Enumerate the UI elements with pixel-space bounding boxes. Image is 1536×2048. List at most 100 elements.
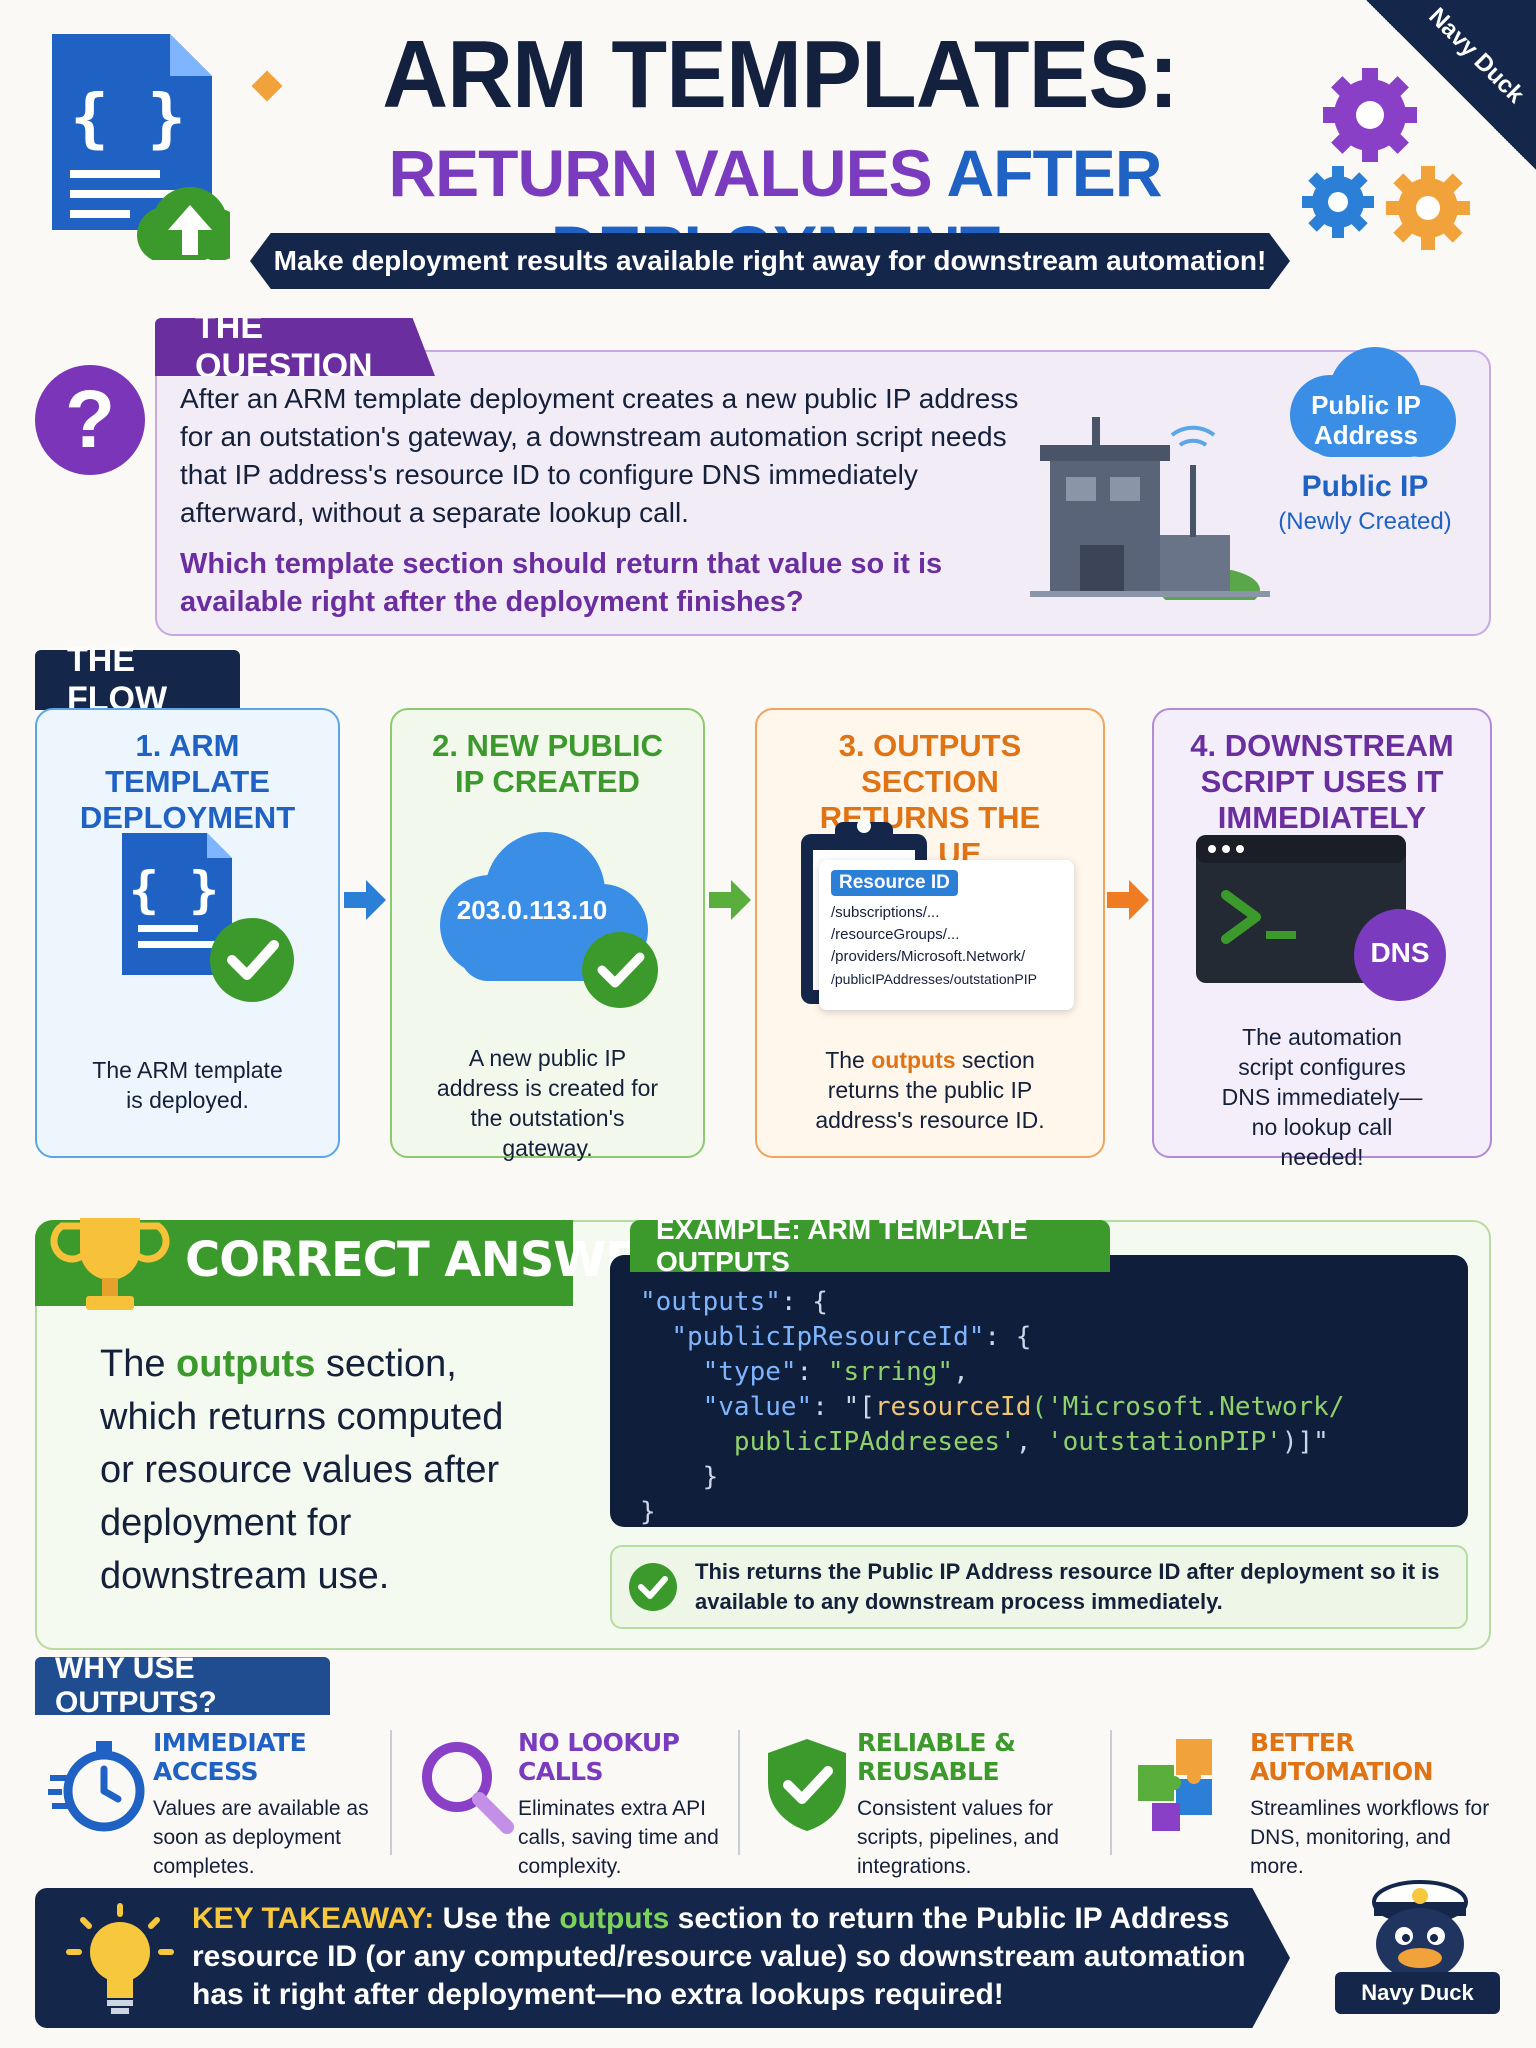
code-token: "publicIpResourceId" (671, 1322, 985, 1352)
why-item-reliable-reusable: RELIABLE & REUSABLE Consistent values fo… (857, 1728, 1097, 1881)
flow-step-desc: The outputs section returns the public I… (777, 1045, 1083, 1135)
code-token: : { (780, 1287, 828, 1317)
code-token: : (796, 1357, 828, 1387)
code-token: , (1015, 1427, 1047, 1457)
code-token: "value" (702, 1392, 813, 1422)
header-ribbon: Make deployment results available right … (250, 233, 1290, 289)
navy-duck-mascot-icon (1340, 1872, 1500, 1982)
why-item-title: IMMEDIATE ACCESS (153, 1728, 307, 1786)
header-doc-icon: { } (40, 30, 244, 263)
code-token: } (640, 1497, 656, 1527)
flow-step-1: 1. ARM TEMPLATE DEPLOYMENT { } The ARM t… (35, 708, 340, 1158)
why-item-title: BETTER AUTOMATION (1250, 1728, 1434, 1786)
code-tab: EXAMPLE: ARM TEMPLATE OUTPUTS (630, 1214, 1110, 1277)
why-item-better-automation: BETTER AUTOMATION Streamlines workflows … (1250, 1728, 1490, 1881)
answer-text-part: The (100, 1343, 177, 1385)
puzzle-icon (1132, 1735, 1232, 1835)
question-tab: THE QUESTION (155, 318, 435, 376)
flow-step-3: 3. OUTPUTS SECTION RETURNS THE VALUE Res… (755, 708, 1105, 1158)
takeaway-part: section to return the Public IP Address … (192, 1902, 1246, 2011)
check-circle-icon (628, 1562, 678, 1612)
public-ip-subtitle: (Newly Created) (1278, 508, 1452, 535)
template-doc-icon: { } (112, 825, 302, 1005)
lightbulb-icon (65, 1900, 175, 2020)
resource-path-line: /subscriptions/... (831, 904, 940, 921)
desc-part: The (825, 1047, 872, 1073)
code-block: "outputs": { "publicIpResourceId": { "ty… (610, 1255, 1468, 1527)
ip-address-label: 203.0.113.10 (456, 895, 608, 925)
corner-brand-ribbon (1366, 0, 1536, 170)
answer-note (610, 1545, 1468, 1629)
answer-text: The outputs section, which returns compu… (100, 1338, 520, 1603)
resource-path-line: /providers/Microsoft.Network/ (831, 948, 1026, 965)
flow-step-title: 1. ARM TEMPLATE DEPLOYMENT (79, 728, 296, 835)
code-token: "[ (843, 1392, 875, 1422)
flow-step-desc: The automation script configures DNS imm… (1221, 1024, 1423, 1170)
resource-path-line: /resourceGroups/... (831, 926, 960, 943)
flow-step-title: 2. NEW PUBLIC IP CREATED (432, 728, 663, 799)
divider (1110, 1730, 1112, 1855)
why-item-desc: Consistent values for scripts, pipelines… (857, 1797, 1059, 1878)
resource-id-label: Resource ID (831, 870, 958, 896)
question-mark-icon: ? (35, 365, 145, 475)
code-token: , (953, 1357, 969, 1387)
mascot-label: Navy Duck (1335, 1972, 1500, 2014)
question-ask: Which template section should return tha… (180, 548, 943, 618)
answer-highlight: outputs (176, 1343, 316, 1385)
answer-text-part: section, which returns computed or resou… (100, 1343, 504, 1597)
diamond-decoration-icon (251, 70, 283, 102)
why-item-desc: Eliminates extra API calls, saving time … (518, 1797, 719, 1878)
code-token: ('Microsoft.Network/ (1031, 1392, 1345, 1422)
terminal-icon (1196, 835, 1486, 1015)
key-takeaway-banner (35, 1888, 1290, 2028)
stopwatch-icon (48, 1735, 148, 1835)
code-token: )]" (1281, 1427, 1329, 1457)
code-token: resourceId (874, 1392, 1032, 1422)
code-token: publicIPAddresees' (733, 1427, 1016, 1457)
svg-text:{ }: { } (70, 82, 186, 156)
question-panel (155, 350, 1491, 636)
code-token: } (702, 1462, 719, 1492)
divider (390, 1730, 392, 1855)
page-title: ARM TEMPLATES: (382, 21, 1179, 128)
code-token: "type" (702, 1357, 797, 1387)
takeaway-part: Use the (434, 1902, 560, 1935)
cloud-label: Public IP Address (1311, 390, 1421, 450)
svg-text:{ }: { } (129, 861, 219, 919)
takeaway-highlight: outputs (559, 1902, 670, 1935)
flow-step-title: 4. DOWNSTREAM SCRIPT USES IT IMMEDIATELY (1190, 728, 1454, 835)
code-token: : { (984, 1322, 1032, 1352)
key-takeaway-text: KEY TAKEAWAY: Use the outputs section to… (192, 1900, 1252, 2014)
why-item-title: NO LOOKUP CALLS (518, 1728, 680, 1786)
subtitle-part-1: RETURN VALUES (388, 136, 932, 210)
code-token: "srring" (827, 1357, 954, 1387)
flow-step-4: 4. DOWNSTREAM SCRIPT USES IT IMMEDIATELY… (1152, 708, 1492, 1170)
answer-note-text: This returns the Public IP Address resou… (695, 1559, 1440, 1614)
desc-highlight: outputs (871, 1047, 956, 1073)
takeaway-label: KEY TAKEAWAY: (192, 1902, 435, 1935)
shield-check-icon (762, 1735, 852, 1835)
public-ip-title: Public IP (1301, 470, 1429, 503)
flow-step-2: 2. NEW PUBLIC IP CREATED 203.0.113.10 A … (390, 708, 705, 1161)
ip-cloud-icon (420, 830, 680, 1010)
answer-title: CORRECT ANSWER (185, 1232, 674, 1288)
why-tab: WHY USE OUTPUTS? (35, 1652, 330, 1719)
code-token: "outputs" (640, 1287, 781, 1317)
why-item-title: RELIABLE & REUSABLE (857, 1728, 1016, 1786)
resource-id-card: Resource ID /subscriptions/... /resource… (819, 860, 1074, 1010)
desc-part: section returns the public IP address's … (815, 1047, 1045, 1133)
flow-step-desc: A new public IP address is created for t… (436, 1045, 659, 1161)
why-item-no-lookup-calls: NO LOOKUP CALLS Eliminates extra API cal… (518, 1728, 738, 1881)
dns-badge: DNS (1370, 937, 1430, 968)
flow-arrow-icon (709, 880, 751, 920)
question-body: After an ARM template deployment creates… (180, 383, 1019, 528)
divider (738, 1730, 740, 1855)
code-token: : (812, 1392, 844, 1422)
flow-tab: THE FLOW (35, 641, 240, 718)
magnifier-icon (415, 1735, 515, 1835)
resource-path-line: /publicIPAddresses/outstationPIP (831, 971, 1037, 987)
gateway-building-icon (1030, 405, 1270, 612)
flow-arrow-icon (344, 880, 386, 920)
flow-arrow-icon (1107, 880, 1149, 920)
why-item-desc: Values are available as soon as deployme… (153, 1797, 369, 1878)
